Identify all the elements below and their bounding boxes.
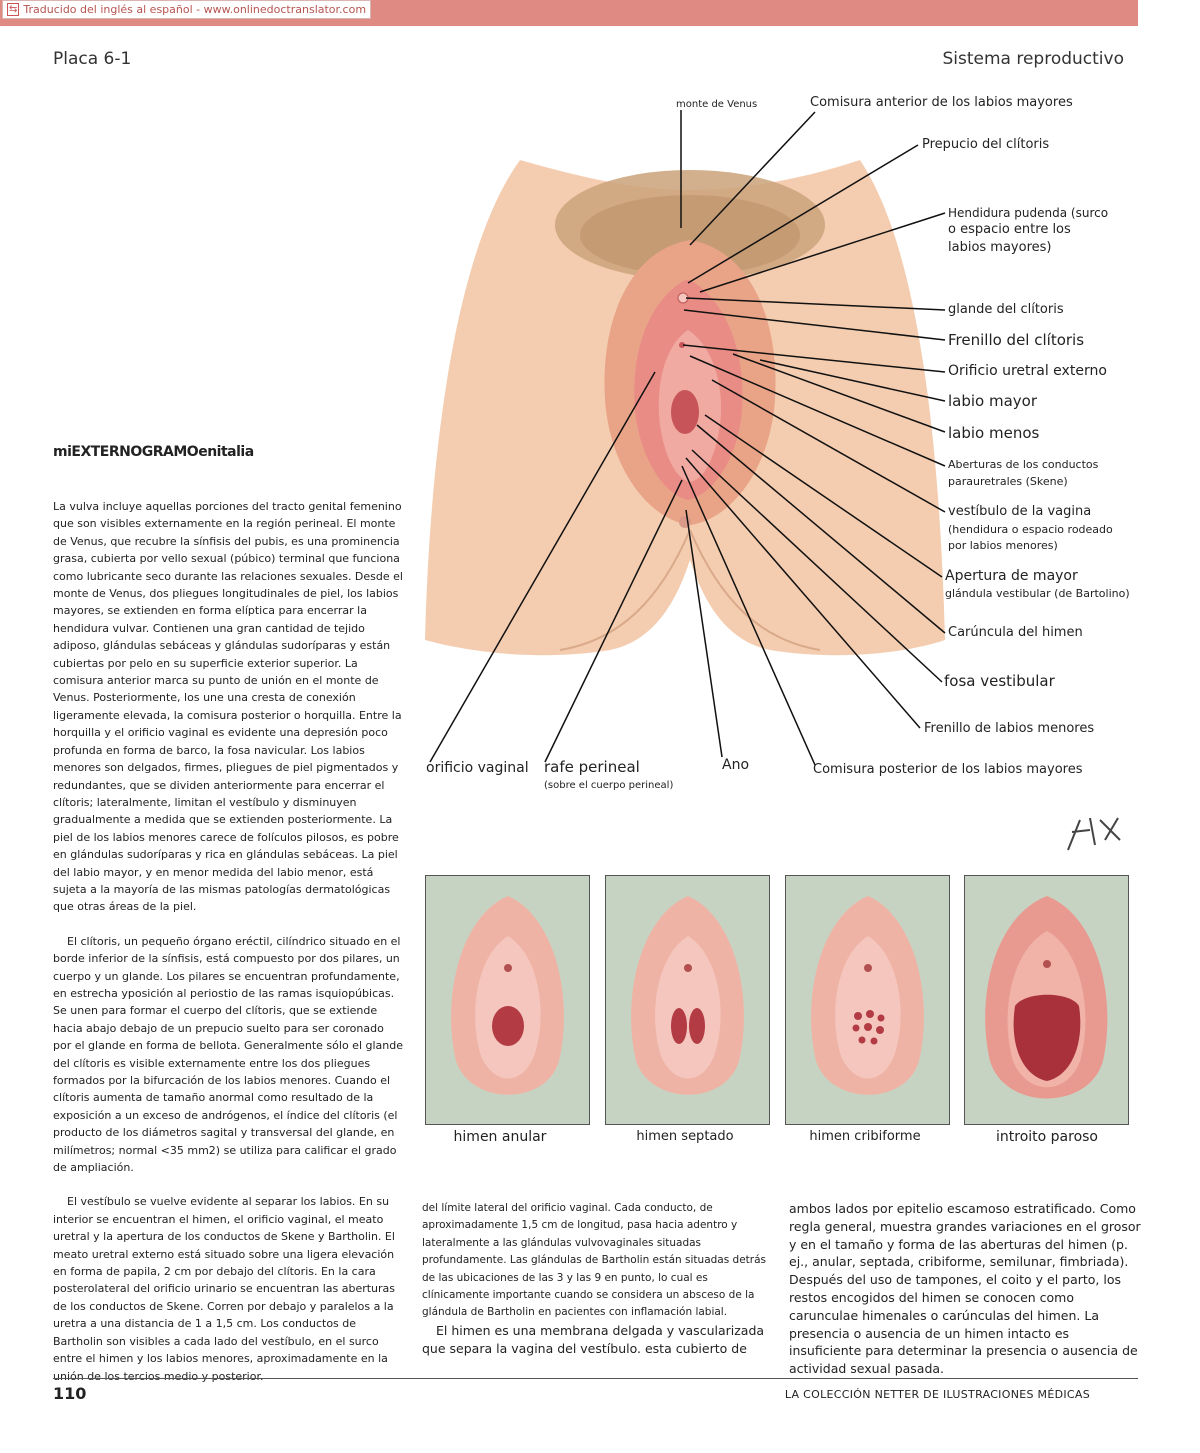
- label-comisura-posterior: Comisura posterior de los labios mayores: [813, 762, 1083, 777]
- section-header: Sistema reproductivo: [942, 49, 1124, 69]
- label-glande: glande del clítoris: [948, 302, 1064, 317]
- text-column-1: La vulva incluye aquellas porciones del …: [53, 498, 403, 1385]
- urethral-meatus: [679, 342, 685, 348]
- hymen-panel-parous: [964, 875, 1129, 1125]
- hymen-caption-annular: himen anular: [453, 1129, 547, 1145]
- hymen-panel-septate: [605, 875, 770, 1125]
- label-caruncula: Carúncula del himen: [948, 625, 1083, 640]
- label-fosa: fosa vestibular: [944, 672, 1055, 690]
- label-aberturas-1: Aberturas de los conductos: [948, 458, 1099, 471]
- paragraph: El vestíbulo se vuelve evidente al separ…: [53, 1195, 396, 1383]
- footer-divider: [53, 1378, 1138, 1379]
- label-orificio-uretral: Orificio uretral externo: [948, 363, 1107, 379]
- anus: [679, 516, 691, 528]
- vaginal-orifice: [671, 390, 699, 434]
- label-ano: Ano: [722, 757, 750, 773]
- paragraph: del límite lateral del orificio vaginal.…: [422, 1202, 766, 1319]
- label-orificio-vaginal: orificio vaginal: [426, 760, 529, 776]
- label-aberturas-2: parauretrales (Skene): [948, 475, 1068, 488]
- label-labio-mayor: labio mayor: [948, 392, 1038, 410]
- hymen-caption-parous: introito paroso: [996, 1129, 1098, 1145]
- collection-title: LA COLECCIÓN NETTER DE ILUSTRACIONES MÉD…: [784, 1388, 1090, 1401]
- paragraph: El clítoris, un pequeño órgano eréctil, …: [53, 934, 404, 1175]
- label-hendidura-1: Hendidura pudenda (surco: [948, 206, 1109, 220]
- text-column-3: ambos lados por epitelio escamoso estrat…: [789, 1200, 1141, 1378]
- hymen-caption-septate: himen septado: [636, 1129, 734, 1144]
- plate-number: Placa 6-1: [53, 49, 132, 69]
- label-apertura-2: glándula vestibular (de Bartolino): [945, 587, 1130, 600]
- label-rafe-sub: (sobre el cuerpo perineal): [544, 780, 674, 791]
- page-number: 110: [53, 1384, 87, 1403]
- hymen-caption-cribriform: himen cribiforme: [809, 1129, 921, 1144]
- banner-text: Traducido del inglés al español - www.on…: [23, 3, 367, 16]
- banner-link[interactable]: ⇆ Traducido del inglés al español - www.…: [2, 0, 372, 19]
- leader-lines: [429, 110, 946, 766]
- artist-signature: [1067, 817, 1121, 851]
- label-labio-menos: labio menos: [948, 424, 1040, 442]
- label-monte: monte de Venus: [676, 99, 758, 110]
- label-prepucio: Prepucio del clítoris: [922, 137, 1050, 152]
- label-comisura-anterior: Comisura anterior de los labios mayores: [810, 95, 1073, 110]
- label-vestibulo-3: por labios menores): [948, 539, 1058, 552]
- paragraph: La vulva incluye aquellas porciones del …: [53, 500, 403, 914]
- label-hendidura-3: labios mayores): [948, 240, 1052, 255]
- paragraph: ambos lados por epitelio escamoso estrat…: [789, 1201, 1141, 1377]
- translate-icon: ⇆: [7, 3, 20, 16]
- section-title: miEXTERNOGRAMOenitalia: [53, 444, 254, 460]
- label-frenillo-clitoris: Frenillo del clítoris: [948, 331, 1085, 349]
- vulva-illustration: [425, 110, 1121, 851]
- label-rafe: rafe perineal: [544, 758, 640, 776]
- label-hendidura-2: o espacio entre los: [948, 222, 1071, 237]
- translation-banner: ⇆ Traducido del inglés al español - www.…: [0, 0, 1138, 26]
- label-vestibulo-1: vestíbulo de la vagina: [948, 504, 1092, 519]
- hymen-panel-annular: [425, 875, 590, 1125]
- label-frenillo-labios: Frenillo de labios menores: [924, 721, 1095, 736]
- text-column-2: del límite lateral del orificio vaginal.…: [422, 1200, 772, 1358]
- label-vestibulo-2: (hendidura o espacio rodeado: [948, 523, 1113, 536]
- hymen-panel-cribriform: [785, 875, 950, 1125]
- paragraph: El himen es una membrana delgada y vascu…: [422, 1322, 765, 1356]
- label-apertura-1: Apertura de mayor: [945, 568, 1078, 584]
